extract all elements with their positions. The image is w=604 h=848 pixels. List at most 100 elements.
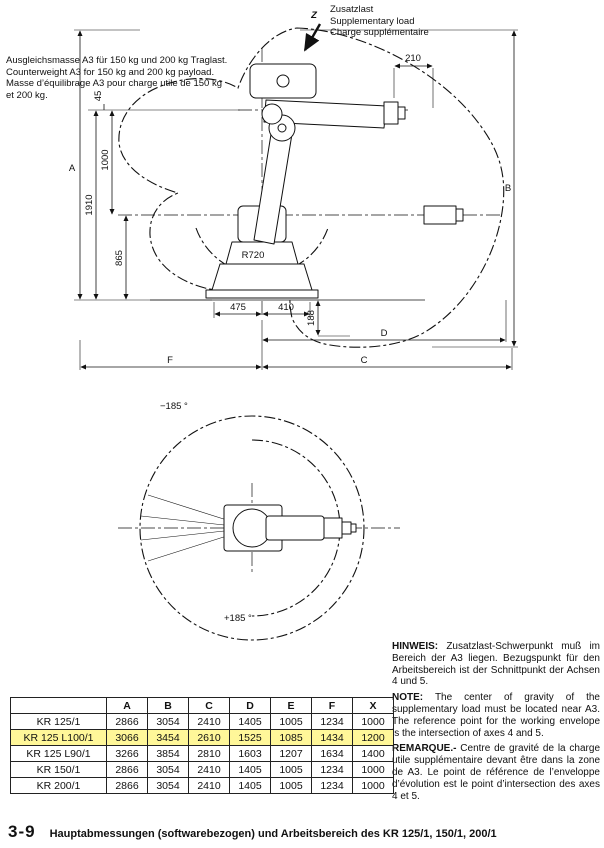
dim-label-C: C xyxy=(361,355,368,366)
value-cell: 1000 xyxy=(352,761,394,778)
value-cell: 2866 xyxy=(106,713,148,730)
counterweight-note-line: Masse d’équilibrage A3 pour charge utile… xyxy=(6,78,223,89)
dimension-labels: 210 45 1000 1910 865 A B R720 475 410 18… xyxy=(69,53,511,366)
dim-label-475: 475 xyxy=(230,302,246,313)
work-envelope-top xyxy=(139,415,365,641)
dim-label-1000: 1000 xyxy=(100,149,111,170)
supplementary-load-line: Supplementary load xyxy=(330,15,415,27)
value-cell: 1085 xyxy=(270,729,312,746)
model-cell: KR 150/1 xyxy=(10,761,107,778)
value-cell: 1005 xyxy=(270,777,312,794)
value-cell: 1234 xyxy=(311,761,353,778)
model-cell: KR 125/1 xyxy=(10,713,107,730)
column-header-A: A xyxy=(106,697,148,714)
value-cell: 3454 xyxy=(147,729,189,746)
value-cell: 2866 xyxy=(106,761,148,778)
value-cell: 1234 xyxy=(311,713,353,730)
value-cell: 3066 xyxy=(106,729,148,746)
figure-caption: Hauptabmessungen (softwarebezogen) und A… xyxy=(49,828,497,840)
model-column-header xyxy=(10,697,107,714)
counterweight-note: Ausgleichsmasse A3 für 150 kg und 200 kg… xyxy=(6,55,251,101)
value-cell: 2610 xyxy=(188,729,230,746)
dimension-lines xyxy=(74,29,518,370)
dim-label-B: B xyxy=(505,183,511,194)
rotation-label-positive: +185 ° xyxy=(224,613,252,624)
column-header-X: X xyxy=(352,697,394,714)
rotation-label-negative: −185 ° xyxy=(160,401,188,412)
supplementary-load-label: Zusatzlast Supplementary load Charge sup… xyxy=(330,4,429,39)
value-cell: 2866 xyxy=(106,777,148,794)
dim-label-1910: 1910 xyxy=(84,194,95,215)
column-header-E: E xyxy=(270,697,312,714)
flange xyxy=(397,106,406,120)
robot-side-view xyxy=(205,63,464,299)
note-english: NOTE: The center of gravity of the suppl… xyxy=(392,692,600,739)
z-load-arrow xyxy=(303,23,322,52)
value-cell: 1005 xyxy=(270,713,312,730)
column-header-F: F xyxy=(311,697,353,714)
side-view-drawing: Z xyxy=(69,10,518,370)
value-cell: 1405 xyxy=(229,713,271,730)
value-cell: 2410 xyxy=(188,761,230,778)
note-german: HINWEIS: Zusatzlast-Schwerpunkt muß im B… xyxy=(392,641,600,688)
model-cell: KR 125 L100/1 xyxy=(10,729,107,746)
section-number: 3-9 xyxy=(8,822,36,841)
note-english-text: The center of gravity of the supplementa… xyxy=(392,692,600,739)
z-axis-label: Z xyxy=(310,10,318,21)
page-footer: 3-9 Hauptabmessungen (softwarebezogen) u… xyxy=(8,822,497,842)
dim-label-210: 210 xyxy=(405,53,421,64)
value-cell: 1000 xyxy=(352,777,394,794)
value-cell: 1207 xyxy=(270,745,312,762)
dim-label-A: A xyxy=(69,163,76,174)
dim-label-188: 188 xyxy=(306,310,317,326)
dim-label-865: 865 xyxy=(114,250,125,266)
value-cell: 3266 xyxy=(106,745,148,762)
note-french: REMARQUE.- Centre de gravité de la charg… xyxy=(392,743,600,802)
note-french-text: Centre de gravité de la charge utile sup… xyxy=(392,743,601,802)
counterweight-note-line: Ausgleichsmasse A3 für 150 kg und 200 kg… xyxy=(6,55,228,66)
value-cell: 1234 xyxy=(311,777,353,794)
dim-label-R720: R720 xyxy=(242,250,265,261)
dim-label-F: F xyxy=(167,355,173,366)
wrist-horizontal-position xyxy=(423,205,457,225)
counterweight-note-line: Counterweight A3 for 150 kg and 200 kg p… xyxy=(6,66,215,78)
note-french-label: REMARQUE.- xyxy=(392,743,457,755)
value-cell: 3054 xyxy=(147,777,189,794)
column-header-B: B xyxy=(147,697,189,714)
model-cell: KR 200/1 xyxy=(10,777,107,794)
value-cell: 1005 xyxy=(270,761,312,778)
note-german-label: HINWEIS: xyxy=(392,641,439,652)
model-cell: KR 125 L90/1 xyxy=(10,745,107,762)
value-cell: 2410 xyxy=(188,777,230,794)
value-cell: 1405 xyxy=(229,761,271,778)
value-cell: 3854 xyxy=(147,745,189,762)
value-cell: 1434 xyxy=(311,729,353,746)
column-header-D: D xyxy=(229,697,271,714)
value-cell: 1603 xyxy=(229,745,271,762)
note-german-text: Zusatzlast-Schwerpunkt muß im Bereich de… xyxy=(392,641,600,688)
value-cell: 1200 xyxy=(352,729,394,746)
value-cell: 2410 xyxy=(188,713,230,730)
value-cell: 2810 xyxy=(188,745,230,762)
dim-label-410: 410 xyxy=(278,302,294,313)
value-cell: 1405 xyxy=(229,777,271,794)
value-cell: 1000 xyxy=(352,713,394,730)
dim-label-45: 45 xyxy=(93,91,104,102)
dim-label-D: D xyxy=(381,328,388,339)
top-view-drawing: −185 ° +185 ° xyxy=(118,401,400,641)
supplementary-load-line: Charge supplémentaire xyxy=(330,27,429,38)
inner-envelope-arc xyxy=(251,439,341,617)
value-cell: 3054 xyxy=(147,761,189,778)
value-cell: 1525 xyxy=(229,729,271,746)
value-cell: 3054 xyxy=(147,713,189,730)
notes-section: HINWEIS: Zusatzlast-Schwerpunkt muß im B… xyxy=(392,641,600,806)
robot-top-view xyxy=(223,504,357,552)
wrist xyxy=(383,101,399,125)
